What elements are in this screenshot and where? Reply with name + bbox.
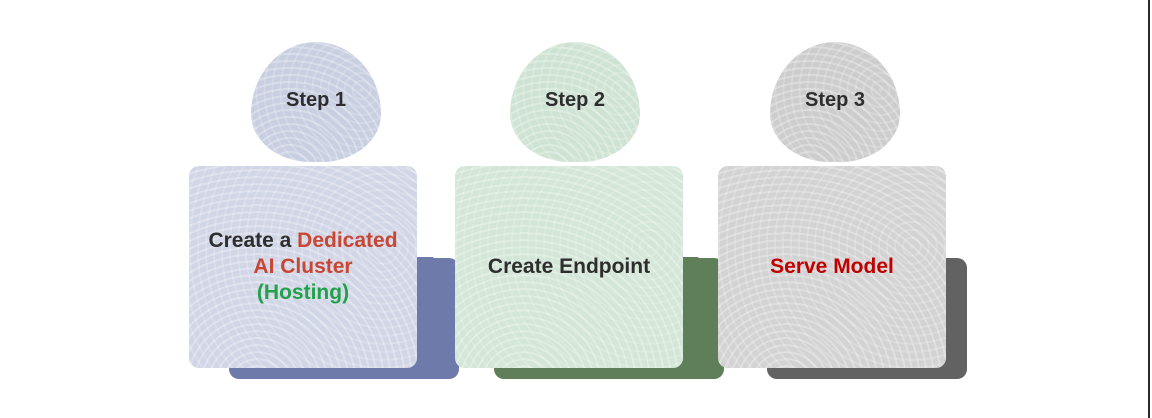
step-2-arrow bbox=[680, 257, 738, 377]
step-2-badge: Step 2 bbox=[510, 42, 640, 162]
step-3-text-part: Serve Model bbox=[770, 255, 894, 278]
step-1-text: Create a Dedicated AI Cluster (Hosting) bbox=[198, 228, 407, 306]
step-2-text: Create Endpoint bbox=[478, 254, 660, 280]
step-1-line-3: (Hosting) bbox=[208, 280, 397, 306]
step-3-card: Serve Model bbox=[718, 166, 946, 368]
step-3-line-1: Serve Model bbox=[770, 254, 894, 280]
step-1-line-1: Create a Dedicated bbox=[208, 228, 397, 254]
step-1-text-part: (Hosting) bbox=[256, 281, 350, 304]
step-1-text-part: Dedicated bbox=[297, 229, 398, 252]
step-1-label: Step 1 bbox=[285, 89, 347, 111]
step-1-text-part: Create a bbox=[208, 229, 298, 252]
step-2-label: Step 2 bbox=[544, 89, 606, 111]
step-2-card: Create Endpoint bbox=[455, 166, 683, 368]
step-1-text-part: AI Cluster bbox=[253, 255, 353, 278]
step-2-line-1: Create Endpoint bbox=[488, 254, 650, 280]
step-1-badge: Step 1 bbox=[251, 42, 381, 162]
step-1-line-2: AI Cluster bbox=[208, 254, 397, 280]
step-1-arrow bbox=[415, 257, 473, 377]
step-3-badge: Step 3 bbox=[770, 42, 900, 162]
step-2-text-part: Create Endpoint bbox=[487, 255, 651, 278]
step-1-card: Create a Dedicated AI Cluster (Hosting) bbox=[189, 166, 417, 368]
step-3-label: Step 3 bbox=[804, 89, 866, 111]
window-right-border bbox=[1148, 0, 1150, 418]
step-3-text: Serve Model bbox=[760, 254, 904, 280]
